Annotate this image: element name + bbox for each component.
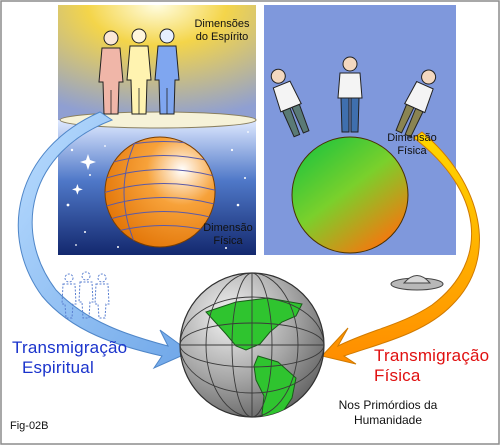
physical-transmigration-line2: Física [374, 366, 421, 385]
spirit-platform [59, 111, 257, 129]
left-physical-dimension-label-line2: Física [213, 235, 243, 247]
spirit-figure-pink [98, 30, 124, 115]
earth-caption-line1: Nos Primórdios da [338, 398, 438, 412]
left-panel [58, 5, 257, 255]
spirit-figure-blue [154, 28, 180, 115]
ufo-icon [390, 275, 444, 291]
physical-transmigration-line1: Transmigração [374, 346, 490, 365]
person-right [395, 69, 437, 138]
person-center [337, 56, 363, 133]
physical-transmigration-arrow [321, 131, 480, 365]
left-physical-dimension-label: Dimensão Física [200, 222, 256, 248]
spiritual-transmigration-arrow [17, 111, 191, 370]
right-physical-dimension-label-line1: Dimensão [387, 132, 437, 144]
north-america-continent [205, 297, 303, 351]
dotted-spirit-figures [61, 271, 110, 319]
person-left [270, 68, 310, 138]
right-physical-dimension-label-line2: Física [397, 145, 427, 157]
spiritual-transmigration-label: Transmigração Espiritual [12, 338, 127, 378]
green-planet [291, 136, 409, 254]
spirit-dimension-label-line1: Dimensões [194, 18, 250, 30]
earth-globe [179, 272, 325, 418]
right-physical-dimension-label: Dimensão Física [384, 132, 440, 158]
spirit-figure-yellow [126, 28, 152, 115]
figure-id: Fig-02B [10, 420, 49, 432]
star-field [66, 131, 249, 249]
right-panel [264, 5, 456, 255]
left-physical-dimension-label-line1: Dimensão [203, 222, 253, 234]
earth-caption-line2: Humanidade [353, 413, 423, 427]
physical-transmigration-label: Transmigração Física [374, 346, 489, 386]
spiritual-transmigration-line1: Transmigração [12, 338, 128, 357]
south-america-continent [253, 355, 297, 417]
earth-caption: Nos Primórdios da Humanidade [318, 398, 458, 428]
spiritual-transmigration-line2: Espiritual [22, 358, 94, 377]
spirit-dimension-label: Dimensões do Espírito [190, 18, 254, 44]
spirit-dimension-label-line2: do Espírito [195, 31, 249, 43]
